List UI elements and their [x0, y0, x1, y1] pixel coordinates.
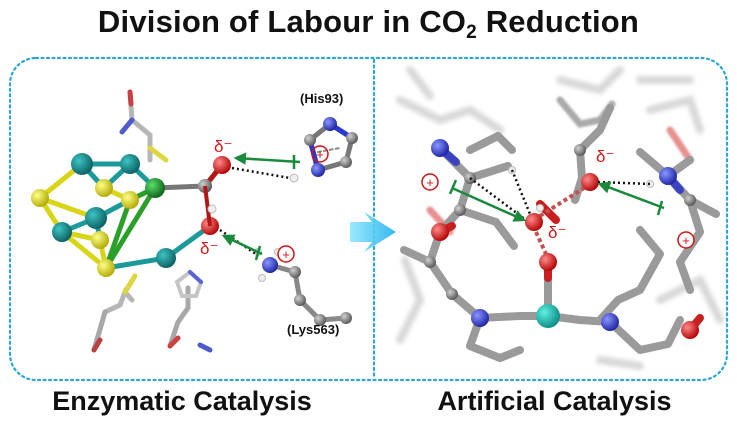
positive-charge-icon	[277, 245, 295, 263]
positive-charge-icon	[311, 145, 329, 163]
his93-label: (His93)	[300, 91, 343, 106]
lys563-label: (Lys563)	[287, 322, 339, 337]
delta-minus-label: δ⁻	[214, 137, 232, 156]
enzyme-molecule: + + (His93) (Lys563) δ⁻ δ⁻	[31, 89, 358, 353]
delta-minus-label: δ⁻	[596, 147, 614, 166]
svg-text:+: +	[682, 233, 690, 248]
cobalt-atom	[536, 304, 560, 328]
svg-text:+: +	[282, 247, 290, 262]
electrostatic-arrow-icon	[221, 152, 301, 256]
positive-charge-icon	[421, 173, 439, 191]
page-title: Division of Labour in CO2 Reduction	[97, 4, 640, 43]
artificial-catalyst-molecule: + + δ⁻ δ⁻	[396, 66, 724, 370]
delta-minus-label: δ⁻	[200, 239, 218, 258]
svg-text:+: +	[426, 175, 434, 190]
enzymatic-catalysis-caption: Enzymatic Catalysis	[52, 386, 312, 416]
svg-text:+: +	[316, 147, 324, 162]
artificial-catalysis-caption: Artificial Catalysis	[437, 386, 672, 416]
electrostatic-arrow-icon	[451, 181, 665, 222]
positive-charge-icon	[677, 231, 695, 249]
transition-arrow-icon	[350, 212, 396, 252]
delta-minus-label: δ⁻	[548, 223, 566, 242]
